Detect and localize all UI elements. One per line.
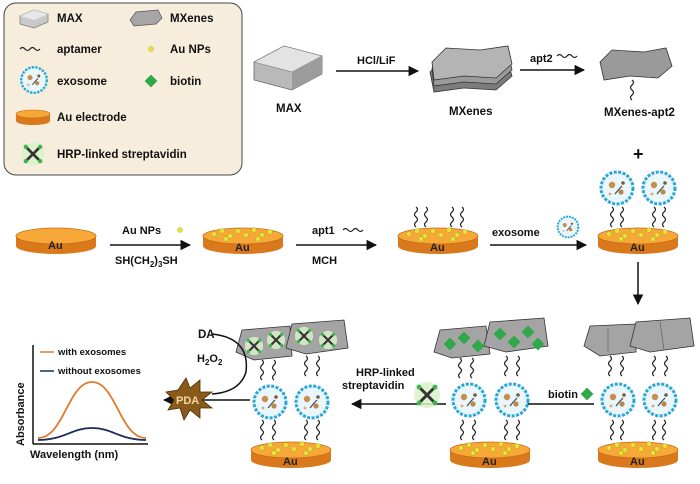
sh-ch2-3-sh-reagent: SH(CH2)3SH: [115, 255, 178, 269]
biotin-reagent: biotin: [548, 389, 578, 401]
pda-burst: PDA: [165, 377, 214, 421]
legend-au-nps-label: Au NPs: [170, 44, 211, 56]
legend-without-exosomes: without exosomes: [57, 366, 141, 377]
apt1-reagent: apt1: [312, 225, 335, 237]
electrode-hrp-bound: Au: [235, 319, 349, 468]
hrp-reagent-line2: streptavidin: [342, 380, 405, 392]
apt2-reagent: apt2: [530, 53, 553, 65]
da-curve: [211, 333, 248, 395]
hrp-reagent-line1: HRP-linked: [356, 367, 415, 379]
bare-au-electrode: Au: [15, 227, 97, 254]
np-electrode-au-text: Au: [235, 242, 250, 254]
absorbance-inset-plot: with exosomes without exosomes Wavelengt…: [15, 345, 148, 461]
hcl-lif-reagent: HCl/LiF: [357, 55, 396, 67]
electrode-mxenes-bound: Au: [583, 317, 695, 468]
exosome-reagent: exosome: [492, 227, 540, 239]
legend-aptamer-label: aptamer: [57, 44, 102, 56]
apt1-aptamer-icon: [342, 227, 364, 233]
legend-mxenes-label: MXenes: [170, 13, 213, 25]
exosome-reagent-icon: [556, 215, 580, 239]
exo-electrode-au-text: Au: [630, 242, 645, 254]
legend-hrp-label: HRP-linked streptavidin: [57, 149, 187, 161]
max-block: [253, 45, 323, 91]
hrp-streptavidin-icon: [19, 140, 47, 168]
legend-with-exosomes: with exosomes: [57, 347, 126, 358]
legend-au-electrode-label: Au electrode: [57, 112, 127, 124]
mxenes-icon: [129, 9, 163, 27]
au-electrode-with-nps: Au: [202, 227, 284, 254]
mxenes-label: MXenes: [449, 106, 492, 118]
mxenes-stack: [429, 45, 513, 93]
series-without-exosomes: [37, 427, 147, 441]
legend-exosome-label: exosome: [57, 76, 107, 88]
au-nps-reagent-icon: [177, 227, 183, 233]
max-label: MAX: [276, 103, 302, 115]
inset-ylabel: Absorbance: [15, 382, 27, 446]
legend-max-label: MAX: [57, 13, 83, 25]
electrode-biotinylated: Au: [433, 317, 549, 468]
plus-sign: +: [633, 144, 644, 164]
hrp-reagent-icon: [412, 380, 442, 410]
h2o2-label: H2O2: [197, 353, 223, 367]
mxenes-apt2-label: MXenes-apt2: [604, 107, 675, 119]
legend-box: MAX MXenes aptamer Au NPs exosome biotin…: [3, 2, 243, 176]
exosome-icon: [20, 65, 48, 95]
au-electrode-with-apt1: Au: [397, 206, 479, 254]
series-with-exosomes: [37, 381, 147, 439]
inset-xlabel: Wavelength (nm): [30, 449, 119, 461]
mx-electrode-au-text: Au: [630, 456, 645, 468]
au-electrode-icon: [15, 109, 51, 125]
dopamine-label: DA: [198, 329, 215, 341]
bio-electrode-au-text: Au: [482, 456, 497, 468]
au-np-icon: [148, 46, 154, 52]
au-nps-reagent: Au NPs: [122, 225, 161, 237]
mch-reagent: MCH: [312, 255, 337, 267]
biotin-reagent-icon: [580, 387, 594, 401]
pda-label: PDA: [176, 395, 199, 407]
hrp-electrode-au-text: Au: [283, 456, 298, 468]
legend-biotin-label: biotin: [170, 76, 201, 88]
apt1-electrode-au-text: Au: [430, 242, 445, 254]
apt2-aptamer-icon: [556, 53, 578, 59]
mxenes-apt2: [599, 47, 673, 101]
bare-electrode-au-text: Au: [48, 240, 63, 252]
au-electrode-with-exosomes: Au: [597, 170, 679, 254]
max-icon: [19, 9, 49, 29]
